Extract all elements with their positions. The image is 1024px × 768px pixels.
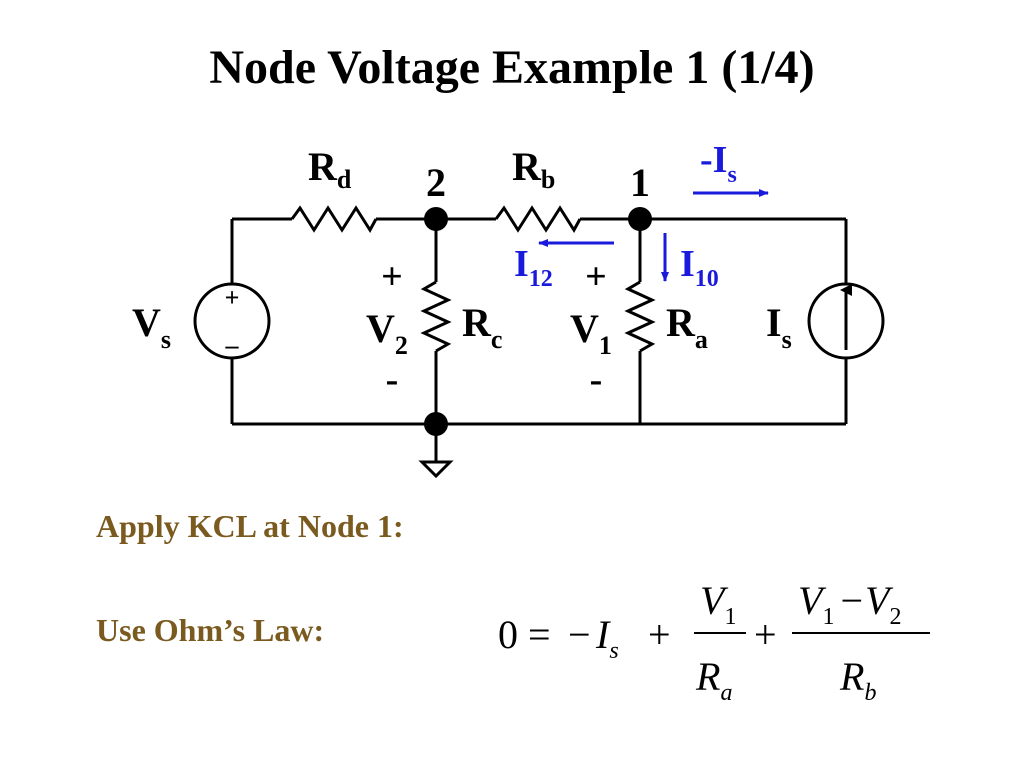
resistor-ra [624, 280, 656, 353]
frac2-denominator: Rb [839, 654, 876, 706]
label-node-1: 1 [630, 160, 650, 205]
label-is: Is [766, 300, 792, 354]
v1-plus: + [585, 256, 607, 298]
frac2-numerator: V1−V2 [798, 578, 901, 630]
v2-minus: - [386, 359, 399, 401]
frac1-numerator: V1 [700, 578, 736, 630]
resistor-rb [494, 205, 582, 233]
label-i12: I12 [514, 243, 553, 292]
label-i10: I10 [680, 243, 719, 292]
label-node-2: 2 [426, 160, 446, 205]
node-2-dot [424, 207, 448, 231]
frac1-denominator: Ra [695, 654, 732, 706]
ground-node-dot [424, 412, 448, 436]
ground-icon [418, 460, 454, 479]
label-v1: V1 [570, 306, 612, 360]
note-apply-kcl: Apply KCL at Node 1: [96, 508, 404, 544]
v2-plus: + [381, 256, 403, 298]
vs-minus-sign: – [225, 331, 240, 360]
vs-plus-sign: + [225, 283, 240, 312]
label-v2: V2 [366, 306, 408, 360]
eq-plus-1: + [648, 612, 671, 657]
eq-plus-2: + [754, 612, 777, 657]
circuit-diagram: + – Rd Rb 2 1 Vs + [132, 139, 885, 479]
node-1-dot [628, 207, 652, 231]
note-ohms-law: Use Ohm’s Law: [96, 612, 325, 648]
label-ra: Ra [666, 300, 708, 354]
eq-minus: − [568, 612, 591, 657]
voltage-source-vs [193, 282, 271, 360]
label-vs: Vs [132, 300, 171, 354]
slide-title: Node Voltage Example 1 (1/4) [209, 41, 815, 94]
eq-is: Is [595, 612, 619, 664]
label-rc: Rc [462, 300, 502, 354]
resistor-rd [290, 205, 378, 233]
label-neg-is: -Is [700, 139, 737, 188]
v1-minus: - [590, 359, 603, 401]
label-rd: Rd [308, 144, 352, 194]
eq-equals: = [528, 612, 551, 657]
kcl-equation: 0 = − Is + V1 Ra + V1−V2 Rb [498, 578, 930, 706]
label-rb: Rb [512, 144, 555, 194]
eq-lhs: 0 [498, 612, 518, 657]
resistor-rc [420, 280, 452, 353]
